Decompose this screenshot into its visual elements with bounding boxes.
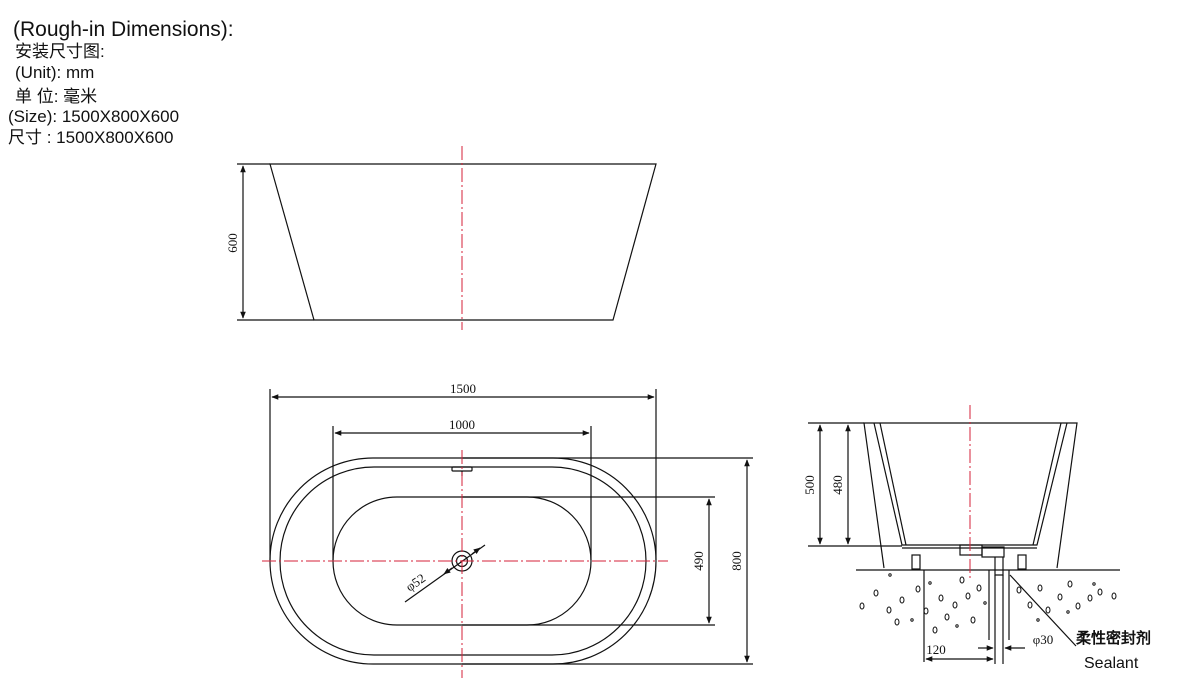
side-view-foot-right — [1017, 554, 1027, 570]
top-view — [262, 389, 753, 678]
drain-diameter-label: φ52 — [403, 570, 428, 594]
rough-in-title: (Rough-in Dimensions): — [13, 18, 234, 41]
drain-dim-tick-upper — [471, 547, 481, 555]
floor-texture — [859, 573, 1117, 634]
spec-header: (Rough-in Dimensions): 安装尺寸图: (Unit): mm… — [8, 17, 234, 148]
length-label: 1500 — [450, 381, 476, 396]
side-view-foot-left — [911, 554, 921, 570]
size-label-cn: 尺寸 : 1500X800X600 — [8, 127, 174, 147]
offset-label: 120 — [926, 642, 946, 657]
drain-assembly-elbow — [981, 546, 1005, 558]
side-view-inner-height-label: 480 — [830, 475, 845, 495]
width-label: 800 — [729, 551, 744, 571]
pipe-diameter-label: φ30 — [1033, 632, 1054, 647]
side-view-inner-wall-line — [879, 422, 907, 546]
unit-label: (Unit): mm — [15, 62, 95, 82]
drain-dim-tick-lower — [443, 567, 453, 575]
drain-assembly-pipe — [994, 557, 1004, 576]
sealant-leader — [1009, 574, 1077, 647]
sealant-label-en: Sealant — [1084, 655, 1139, 672]
rough-in-title-cn: 安装尺寸图: — [15, 42, 105, 62]
unit-label-cn: 单 位: 毫米 — [15, 86, 98, 106]
front-view-height-label: 600 — [225, 233, 240, 253]
front-view — [237, 146, 657, 330]
size-label: (Size): 1500X800X600 — [8, 107, 180, 127]
side-view-height-label: 500 — [802, 475, 817, 495]
inner-length-label: 1000 — [449, 417, 475, 432]
inner-width-label: 490 — [691, 551, 706, 571]
drain-assembly-body — [959, 544, 983, 556]
front-view-tub-outline — [269, 163, 657, 321]
sealant-label-cn: 柔性密封剂 — [1076, 629, 1151, 647]
side-view-inner-wall-line-right — [1032, 422, 1062, 546]
side-view — [808, 405, 1120, 664]
